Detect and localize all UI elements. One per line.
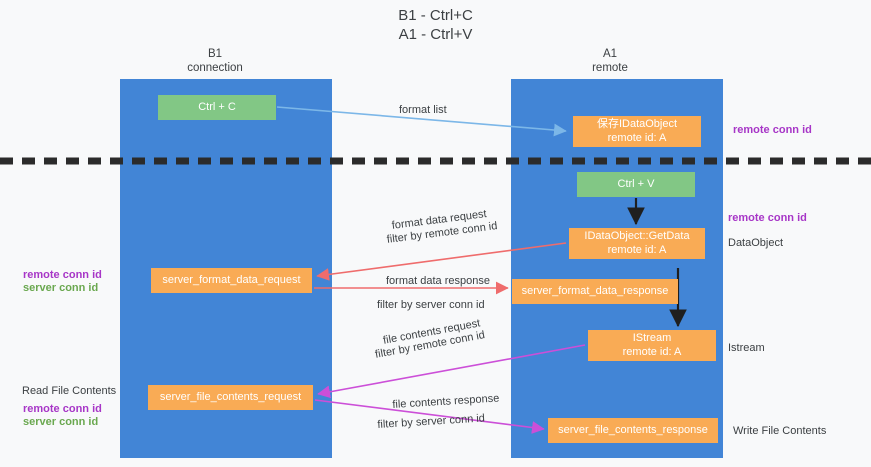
label-format-list: format list [399,104,447,116]
node-istream-label: IStream [632,332,672,344]
node-server-format-data-request[interactable]: server_format_data_request [151,268,312,293]
side-label-server-conn-id-left-bot: server conn id [23,416,99,428]
arrow-file-contents-request [317,344,586,399]
side-label-remote-conn-id-left-mid: remote conn id [23,269,102,281]
side-label-remote-conn-id-left-bot: remote conn id [23,403,102,415]
node-idataobject-getdata-remote-id: remote id: A [607,243,667,256]
side-label-istream: Istream [728,342,765,354]
column-header-b1: B1 connection [135,48,295,75]
side-label-write-file-contents: Write File Contents [733,425,827,437]
label-format-data-response: format data response [386,275,490,287]
column-b1-title: B1 [207,48,223,60]
node-istream-remote-id: remote id: A [622,345,682,358]
arrow-format-data-request [316,242,567,281]
label-format-data-response-filter: filter by server conn id [377,298,485,312]
side-label-read-file-contents: Read File Contents [22,385,117,397]
label-format-data-response-filter-prefix: filter by [377,299,413,311]
node-ctrl-c-label: Ctrl + C [198,100,236,113]
node-server-format-data-response-label: server_format_data_response [521,284,669,297]
column-a1-title: A1 [602,48,618,60]
label-format-data-response-filter-value: server conn id [415,299,485,311]
node-idataobject-getdata-label: IDataObject::GetData [584,230,690,242]
node-server-file-contents-response-label: server_file_contents_response [558,423,708,436]
node-ctrl-c[interactable]: Ctrl + C [158,95,276,120]
side-label-server-conn-id-left-mid: server conn id [23,282,99,294]
arrow-format-list [276,106,567,137]
arrow-file-contents-response [314,399,545,434]
column-b1-subtitle: connection [187,61,243,74]
node-idataobject-getdata[interactable]: IDataObject::GetData remote id: A [569,228,705,259]
side-label-remote-conn-id-top: remote conn id [733,124,812,136]
column-a1-subtitle: remote [592,61,628,74]
node-idataobject-store-remote-id: remote id: A [607,131,667,144]
column-header-a1: A1 remote [530,48,690,75]
node-ctrl-v[interactable]: Ctrl + V [577,172,695,197]
node-server-format-data-response[interactable]: server_format_data_response [512,279,678,304]
side-label-dataobject: DataObject [728,237,784,249]
side-label-remote-conn-id-mid: remote conn id [728,212,807,224]
title-line-1: B1 - Ctrl+C [398,7,473,24]
title-line-2: A1 - Ctrl+V [398,26,473,43]
diagram-title: B1 - Ctrl+C A1 - Ctrl+V [0,6,871,44]
node-idataobject-store[interactable]: 保存IDataObject remote id: A [573,116,701,147]
node-idataobject-store-label: 保存IDataObject [596,118,678,130]
node-server-file-contents-request-label: server_file_contents_request [159,390,302,403]
node-ctrl-v-label: Ctrl + V [617,177,655,190]
node-server-format-data-request-label: server_format_data_request [162,273,301,286]
node-istream[interactable]: IStream remote id: A [588,330,716,361]
node-server-file-contents-request[interactable]: server_file_contents_request [148,385,313,410]
node-server-file-contents-response[interactable]: server_file_contents_response [548,418,718,443]
